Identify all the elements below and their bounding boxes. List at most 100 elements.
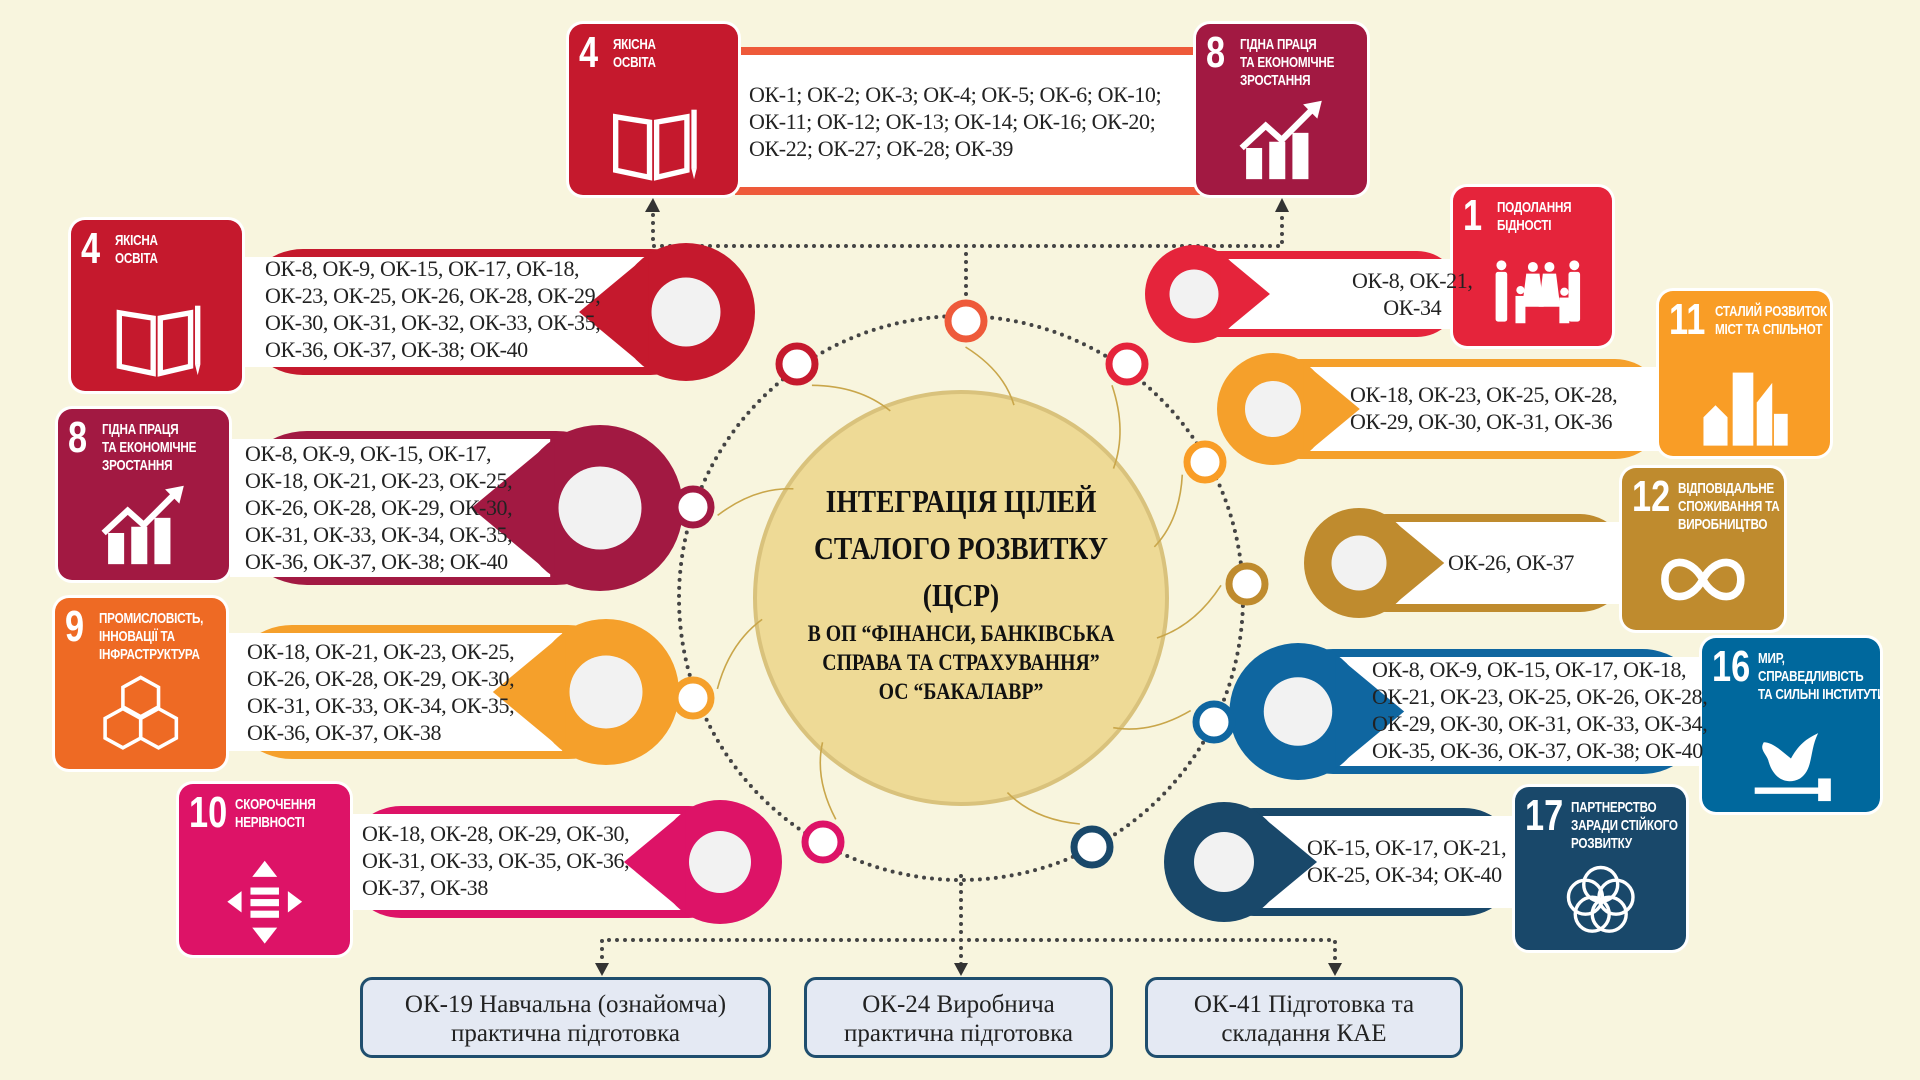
connector-pin-point bbox=[1220, 253, 1270, 335]
ok-list: ОК-18, ОК-28, ОК-29, ОК-30,ОК-31, ОК-33,… bbox=[362, 820, 630, 901]
goal-number: 17 bbox=[1525, 791, 1564, 840]
book-icon bbox=[599, 99, 707, 185]
center-circle bbox=[753, 390, 1169, 806]
ok-list: ОК-26, ОК-37 bbox=[1448, 549, 1574, 576]
connector-pin-hole bbox=[1169, 269, 1219, 319]
curved-arrow bbox=[1156, 584, 1222, 639]
top-connector-fill bbox=[735, 49, 1200, 193]
ok-code-line: ОК-21, ОК-23, ОК-25, ОК-26, ОК-28, bbox=[1372, 684, 1708, 709]
goal-number: 8 bbox=[1206, 28, 1226, 77]
curved-arrow bbox=[965, 346, 1015, 406]
connector-pin-point bbox=[492, 631, 566, 753]
goal-title-line: ІНФРАСТРУКТУРА bbox=[99, 646, 200, 663]
ok-code-line: ОК-8, ОК-9, ОК-15, ОК-17, bbox=[245, 441, 492, 466]
title-line: ІНТЕГРАЦІЯ ЦІЛЕЙ bbox=[825, 483, 1097, 519]
practice-line: ОК-24 Виробнича bbox=[862, 991, 1055, 1018]
ok-code-line: ОК-15, ОК-17, ОК-21, bbox=[1307, 835, 1507, 860]
curved-arrow bbox=[717, 487, 794, 516]
ok-list: ОК-18, ОК-23, ОК-25, ОК-28,ОК-29, ОК-30,… bbox=[1350, 381, 1618, 435]
ok-code-line: ОК-36, ОК-37, ОК-38 bbox=[247, 720, 442, 745]
ok-code-line: ОК-18, ОК-28, ОК-29, ОК-30, bbox=[362, 821, 630, 846]
connector-pin-point bbox=[579, 254, 649, 370]
goal-title-line: РОЗВИТКУ bbox=[1571, 835, 1632, 852]
goal-number: 4 bbox=[81, 224, 101, 273]
ok-code-line: ОК-31, ОК-33, ОК-34, ОК-35, bbox=[247, 693, 515, 718]
goal-title-line: ЯКІСНА bbox=[115, 232, 158, 249]
cubes-icon bbox=[86, 673, 195, 759]
ok-code-line: ОК-11; ОК-12; ОК-13; ОК-14; ОК-16; ОК-20… bbox=[749, 109, 1156, 134]
practice-line: практична підготовка bbox=[450, 1020, 680, 1047]
goal-number: 4 bbox=[579, 28, 599, 77]
goal-number: 9 bbox=[65, 602, 85, 651]
ok-code-line: ОК-36, ОК-37, ОК-38; ОК-40 bbox=[245, 549, 508, 574]
goal-title-line: ГІДНА ПРАЦЯ bbox=[1240, 36, 1317, 53]
connector-pin-hole bbox=[569, 655, 643, 729]
top-connector-line bbox=[735, 187, 1200, 195]
curved-arrow bbox=[1113, 709, 1192, 730]
infinity-icon bbox=[1651, 539, 1755, 620]
growth-chart-icon bbox=[89, 484, 198, 570]
ok-code-line: ОК-31, ОК-33, ОК-35, ОК-36, bbox=[362, 848, 630, 873]
ok-code-line: ОК-36, ОК-37, ОК-38; ОК-40 bbox=[265, 337, 528, 362]
ok-code-line: ОК-25, ОК-34; ОК-40 bbox=[1307, 862, 1502, 887]
goal-title-line: ТА ЕКОНОМІЧНЕ bbox=[1240, 54, 1335, 71]
family-icon bbox=[1482, 257, 1584, 337]
curved-arrow bbox=[1153, 474, 1184, 548]
connector-pin-hole bbox=[558, 466, 642, 550]
ring-node bbox=[944, 299, 988, 343]
goal-title-line: ЗАРАДИ СТІЙКОГО bbox=[1571, 817, 1678, 834]
ok-code-line: ОК-8, ОК-21, bbox=[1352, 268, 1473, 293]
goal-title-line: СКОРОЧЕННЯ bbox=[235, 796, 316, 813]
ok-list: ОК-8, ОК-21,ОК-34 bbox=[1352, 267, 1473, 321]
goal-title-line: МІСТ ТА СПІЛЬНОТ bbox=[1715, 321, 1823, 338]
goal-title-line: ПОДОЛАННЯ bbox=[1497, 199, 1572, 216]
top-connector-line bbox=[735, 47, 1200, 55]
goal-number: 12 bbox=[1632, 472, 1671, 521]
practice-line: ОК-19 Навчальна (ознайомча) bbox=[404, 991, 727, 1018]
dotted-connector-bottom bbox=[600, 874, 1337, 967]
goal-title-line: ЗРОСТАННЯ bbox=[102, 457, 173, 474]
connector-pin-point bbox=[1257, 812, 1317, 912]
book-icon bbox=[102, 295, 211, 381]
goal-title-line: ІННОВАЦІЇ ТА bbox=[99, 628, 175, 645]
ring-node bbox=[1225, 562, 1269, 606]
goal-title-line: МИР, bbox=[1758, 650, 1785, 667]
ok-code-line: ОК-26, ОК-37 bbox=[1448, 550, 1574, 575]
arrowhead-icon bbox=[645, 198, 1289, 212]
connector-pin-point bbox=[1389, 517, 1445, 609]
ok-code-line: ОК-8, ОК-9, ОК-15, ОК-17, ОК-18, bbox=[1372, 657, 1687, 682]
curved-arrow bbox=[819, 742, 837, 820]
ok-code-line: ОК-26, ОК-28, ОК-29, ОК-30, bbox=[245, 495, 513, 520]
goal-title-line: БІДНОСТІ bbox=[1497, 217, 1552, 234]
ok-code-line: ОК-22; ОК-27; ОК-28; ОК-39 bbox=[749, 136, 1013, 161]
ring-node bbox=[1105, 342, 1149, 386]
practice-box: ОК-19 Навчальна (ознайомча)практична під… bbox=[360, 977, 771, 1058]
ok-code-line: ОК-18, ОК-23, ОК-25, ОК-28, bbox=[1350, 382, 1618, 407]
ring-node bbox=[1070, 825, 1114, 869]
connector-pin-hole bbox=[689, 831, 751, 893]
ok-code-line: ОК-35, ОК-36, ОК-37, ОК-38; ОК-40 bbox=[1372, 738, 1703, 763]
ok-code-line: ОК-18, ОК-21, ОК-23, ОК-25, bbox=[245, 468, 513, 493]
ok-code-line: ОК-8, ОК-9, ОК-15, ОК-17, ОК-18, bbox=[265, 256, 580, 281]
goal-title-line: ОСВІТА bbox=[613, 54, 656, 71]
ok-list: ОК-8, ОК-9, ОК-15, ОК-17, ОК-18,ОК-23, О… bbox=[265, 255, 601, 363]
goal-title-line: ЯКІСНА bbox=[613, 36, 656, 53]
goal-title-line: ПРОМИСЛОВІСТЬ, bbox=[99, 610, 204, 627]
curved-arrow bbox=[716, 618, 763, 690]
goal-number: 1 bbox=[1463, 191, 1483, 240]
goal-title-line: СПРАВЕДЛИВІСТЬ bbox=[1758, 668, 1864, 685]
ring-node bbox=[1183, 440, 1227, 484]
